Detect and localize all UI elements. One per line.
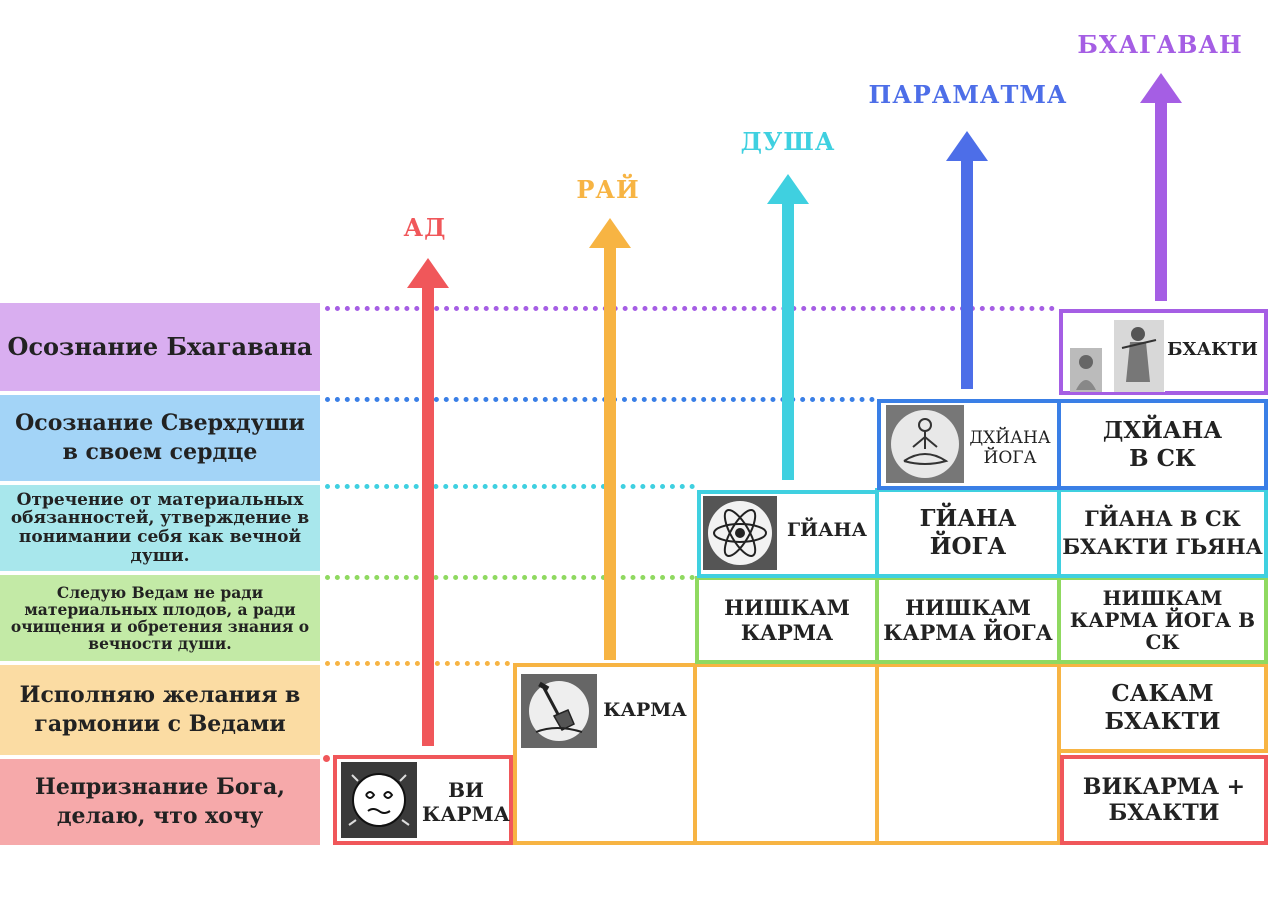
guide-dot-vikarma	[323, 755, 330, 762]
krishna-devotee-icon	[1070, 318, 1165, 392]
meditating-yogi-icon	[886, 405, 964, 483]
cell-sakam-bhakti: САКАМ БХАКТИ	[1104, 680, 1221, 735]
cell-dhyana-sk: ДХЙАНА В СК	[1102, 417, 1223, 472]
row-label-paramatma: Осознание Сверхдуши в своем сердце	[0, 395, 320, 481]
box-vikarma-bhakti	[1060, 755, 1268, 845]
guide-line-bhagavan	[325, 306, 1055, 311]
cell-bhakti: БХАКТИ	[1167, 339, 1258, 361]
box-empty-col4	[875, 663, 1061, 845]
cell-vikarma: ВИ КАРМА	[422, 778, 510, 826]
arrow-head-dusha	[767, 174, 809, 204]
arrow-label-paramatma: ПАРАМАТМА	[868, 80, 1068, 109]
arrow-shaft-rai	[604, 246, 616, 660]
cell-dhyana-yoga: ДХЙАНА ЙОГА	[969, 427, 1051, 468]
guide-line-vedas	[325, 575, 695, 580]
arrow-head-paramatma	[946, 131, 988, 161]
row-label-bhagavan: Осознание Бхагавана	[0, 303, 320, 391]
arrow-shaft-dusha	[782, 202, 794, 480]
row-label-dusha: Отречение от материальных обязанностей, …	[0, 485, 320, 571]
cell-gyana: ГЙАНА	[787, 518, 867, 541]
crazy-face-icon	[341, 762, 417, 838]
arrow-label-ad: АД	[403, 213, 447, 242]
arrow-head-bhagavan	[1140, 73, 1182, 103]
box-nishkam-karma-yoga-sk	[1057, 576, 1268, 664]
box-nishkam-karma-yoga	[875, 576, 1061, 664]
shovel-icon	[521, 674, 597, 748]
cell-gyana-yoga: ГЙАНА ЙОГА	[919, 505, 1017, 560]
arrow-head-rai	[589, 218, 631, 248]
cell-nishkam-karma-yoga-sk: НИШКАМ КАРМА ЙОГА В СК	[1069, 586, 1256, 654]
row-label-vedas: Следую Ведам не ради материальных плодов…	[0, 575, 320, 661]
arrow-head-ad	[407, 258, 449, 288]
arrow-label-rai: РАЙ	[576, 175, 640, 204]
arrow-shaft-paramatma	[961, 159, 973, 389]
box-sakam-bhakti	[1057, 663, 1268, 753]
arrow-shaft-bhagavan	[1155, 101, 1167, 301]
cell-nishkam-karma: НИШКАМ КАРМА	[724, 594, 850, 645]
cell-nishkam-karma-yoga: НИШКАМ КАРМА ЙОГА	[883, 594, 1053, 645]
cell-karma: КАРМА	[603, 698, 687, 721]
guide-line-desires	[325, 661, 510, 666]
guide-line-dusha	[325, 484, 695, 489]
box-empty-col3	[693, 663, 879, 845]
box-gyana-yoga	[875, 488, 1061, 578]
arrow-shaft-ad	[422, 286, 434, 746]
box-dhyana-sk	[1057, 399, 1268, 490]
row-label-desires: Исполняю желания в гармонии с Ведами	[0, 665, 320, 755]
guide-line-paramatma	[325, 397, 875, 402]
row-label-vikarma: Непризнание Бога, делаю, что хочу	[0, 759, 320, 845]
box-gyana-sk	[1057, 488, 1268, 578]
atom-icon	[703, 496, 777, 570]
cell-gyana-sk: ГЙАНА В СК БХАКТИ ГЬЯНА	[1062, 505, 1263, 559]
arrow-label-dusha: ДУША	[740, 127, 836, 156]
arrow-label-bhagavan: БХАГАВАН	[1077, 30, 1243, 59]
cell-vikarma-bhakti: ВИКАРМА + БХАКТИ	[1082, 773, 1246, 826]
